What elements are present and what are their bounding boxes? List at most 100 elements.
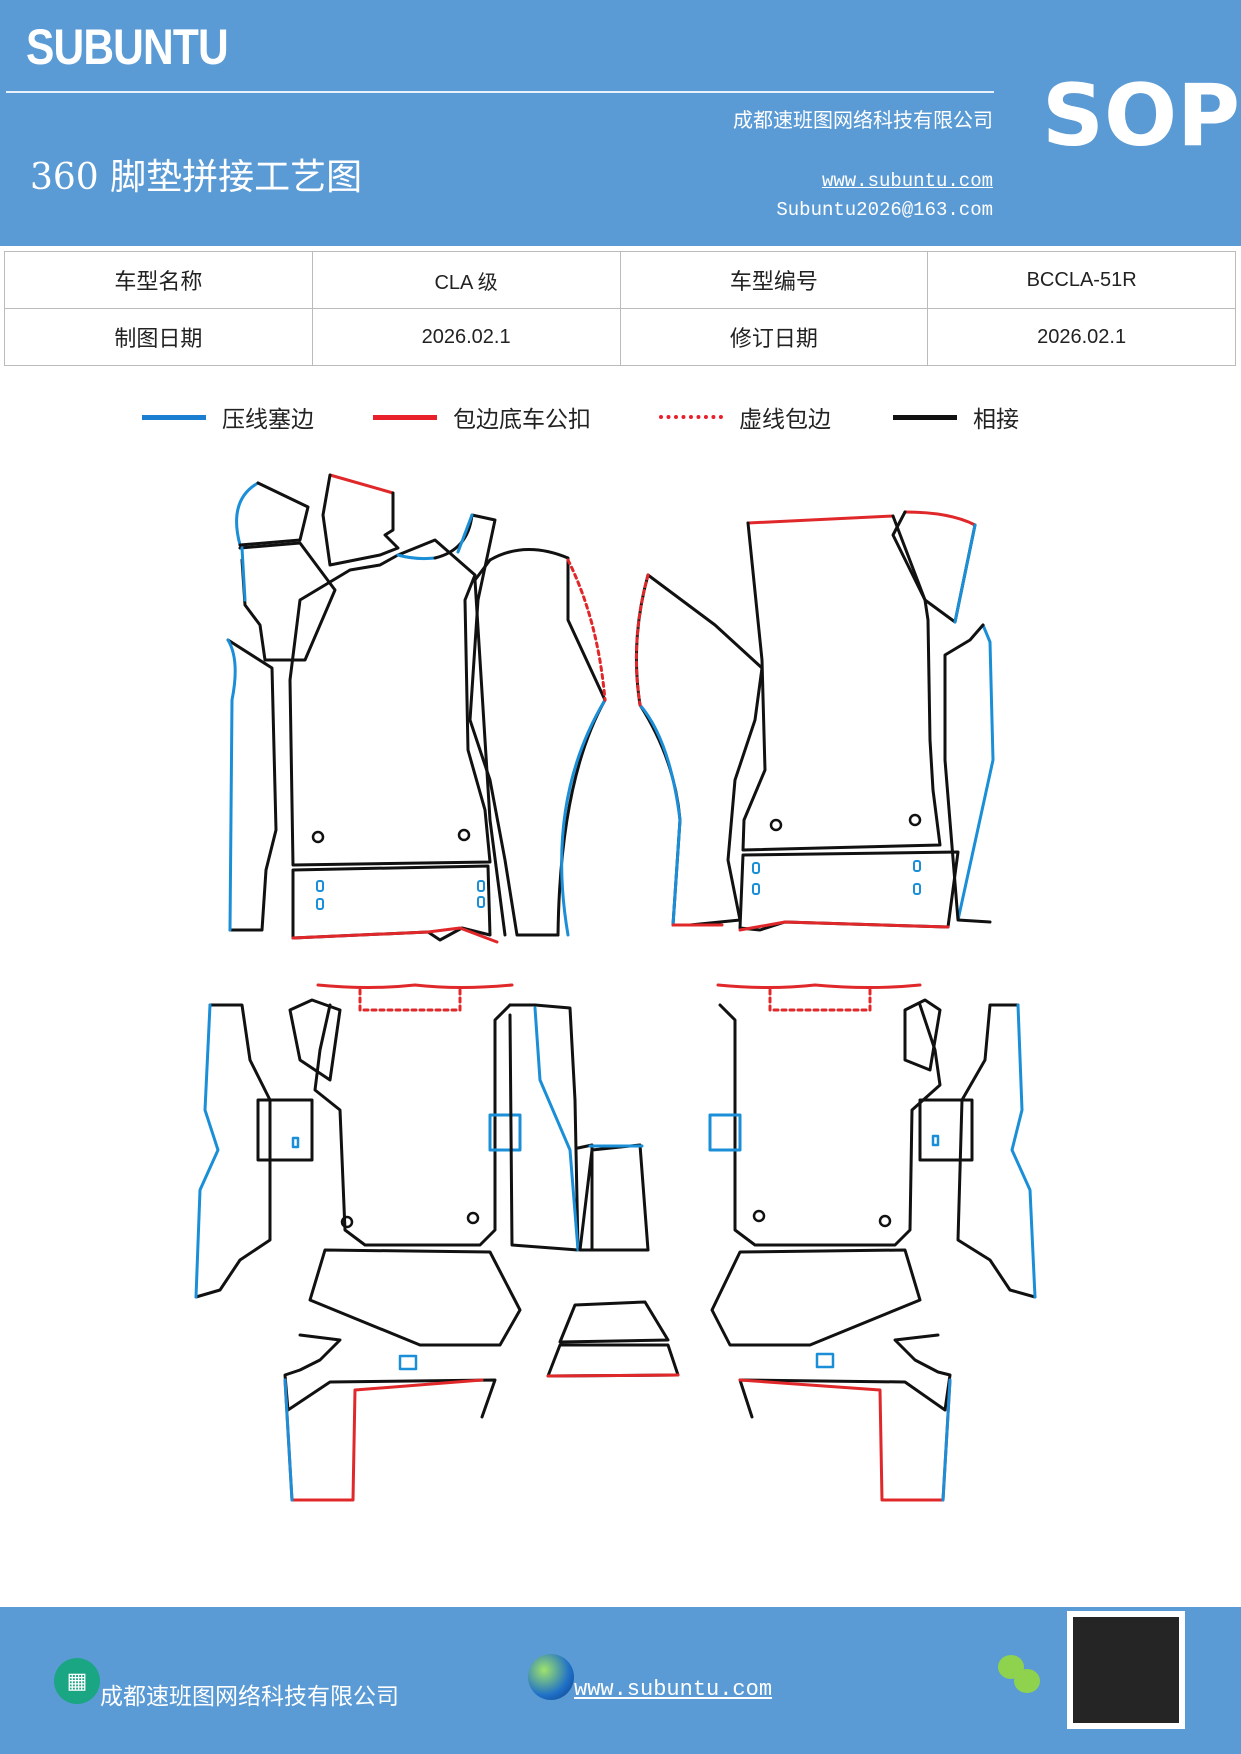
clip-slot [316, 898, 324, 910]
mat-piece [1010, 1003, 1037, 1299]
mat-piece [768, 988, 872, 1012]
mat-piece [283, 1378, 484, 1502]
divider [6, 91, 994, 93]
value-cell: CLA 级 [311, 251, 621, 309]
label-cell: 车型名称 [4, 251, 313, 309]
mat-piece [718, 1003, 942, 1247]
clip-slot [291, 1136, 300, 1149]
mat-piece [716, 983, 922, 989]
clip-slot [752, 862, 760, 874]
value-cell: BCCLA-51R [927, 251, 1236, 309]
grommet [311, 830, 325, 844]
mat-piece [358, 988, 462, 1012]
grommet [466, 1211, 480, 1225]
mat-piece [746, 514, 895, 525]
mat-piece [328, 473, 395, 495]
mat-piece [738, 1333, 952, 1419]
mat-piece [560, 698, 607, 937]
legend-label: 压线塞边 [222, 407, 314, 433]
mat-piece [956, 1003, 1037, 1299]
mat-piece [508, 1003, 580, 1252]
footer-website-link[interactable]: www.subuntu.com [574, 1677, 773, 1702]
qr-code [1067, 1611, 1185, 1729]
mat-piece [943, 623, 992, 924]
website-link[interactable]: www.subuntu.com [821, 170, 993, 192]
value-cell: 2026.02.1 [311, 308, 621, 366]
mat-piece [546, 1373, 680, 1378]
clip-slot [477, 880, 485, 892]
grommet [340, 1215, 354, 1229]
company-name: 成都速班图网络科技有限公司 [733, 108, 993, 132]
mat-piece [321, 473, 400, 567]
sop-label: SOP [1042, 66, 1241, 166]
footer: ▦ 成都速班图网络科技有限公司 www.subuntu.com [0, 1607, 1241, 1754]
mat-piece [956, 623, 995, 922]
legend-swatch [142, 414, 206, 420]
value-cell: 2026.02.1 [927, 308, 1236, 366]
grommet [878, 1214, 892, 1228]
mat-piece [738, 1378, 952, 1502]
mat-piece [288, 998, 342, 1082]
mat-piece [456, 513, 474, 554]
mat-piece [918, 1098, 974, 1162]
mat-piece [516, 698, 607, 937]
legend-item: 压线塞边 [142, 400, 314, 434]
mat-piece [891, 510, 977, 624]
mat-piece [226, 638, 237, 932]
mat-piece [741, 514, 942, 852]
clip-slot [752, 883, 760, 895]
mat-piece [738, 920, 950, 932]
mat-piece [283, 1378, 294, 1502]
info-table: 车型名称 CLA 级 车型编号 BCCLA-51R 制图日期 2026.02.1… [4, 251, 1236, 366]
mat-piece [308, 1248, 522, 1347]
table-row: 车型名称 CLA 级 车型编号 BCCLA-51R [4, 251, 1236, 309]
footer-company: ▦ 成都速班图网络科技有限公司 [54, 1651, 399, 1711]
mat-piece [313, 1003, 512, 1247]
clip-slot [913, 860, 921, 872]
legend-item: 相接 [893, 400, 1019, 434]
mat-piece [546, 1343, 680, 1378]
mat-piece [488, 548, 607, 702]
mat-piece [533, 1006, 580, 1252]
legend: 压线塞边 包边底车公扣 虚线包边 相接 [0, 400, 1241, 440]
mat-piece [710, 1248, 922, 1347]
legend-label: 相接 [973, 407, 1019, 433]
globe-icon [528, 1653, 574, 1700]
legend-item: 虚线包边 [659, 400, 831, 434]
grommet [457, 828, 471, 842]
email: Subuntu2026@163.com [776, 199, 993, 221]
mat-piece [194, 1003, 272, 1299]
rear-group [194, 983, 1037, 1502]
mat-piece [473, 558, 507, 937]
grommet [769, 818, 783, 832]
mat-piece [578, 1143, 650, 1252]
mat-piece [941, 1378, 952, 1502]
label-cell: 制图日期 [4, 308, 313, 366]
header: SUBUNTU SOP 成都速班图网络科技有限公司 360 脚垫拼接工艺图 ww… [0, 0, 1241, 246]
building-icon: ▦ [54, 1658, 100, 1704]
mat-piece [283, 1333, 497, 1419]
mat-piece [638, 703, 682, 927]
mat-piece [396, 553, 437, 561]
legend-label: 包边底车公扣 [453, 407, 591, 433]
page-title: 360 脚垫拼接工艺图 [30, 157, 363, 198]
grommet [752, 1209, 766, 1223]
mat-piece [226, 638, 278, 932]
mat-piece [646, 573, 764, 927]
footer-website: www.subuntu.com [528, 1651, 772, 1702]
wechat-icon[interactable] [998, 1655, 1042, 1695]
mat-piece [634, 573, 682, 927]
mat-piece [566, 558, 607, 702]
mat-piece [558, 1300, 670, 1344]
table-row: 制图日期 2026.02.1 修订日期 2026.02.1 [4, 308, 1236, 366]
label-cell: 车型编号 [619, 251, 929, 309]
clip-slot [477, 896, 485, 908]
mat-piece [738, 850, 960, 932]
legend-label: 虚线包边 [739, 407, 831, 433]
mat-piece [238, 481, 310, 547]
clip-slot [815, 1352, 835, 1369]
front-left-group [226, 473, 607, 944]
label-cell: 修订日期 [619, 308, 929, 366]
mat-piece [240, 546, 247, 602]
